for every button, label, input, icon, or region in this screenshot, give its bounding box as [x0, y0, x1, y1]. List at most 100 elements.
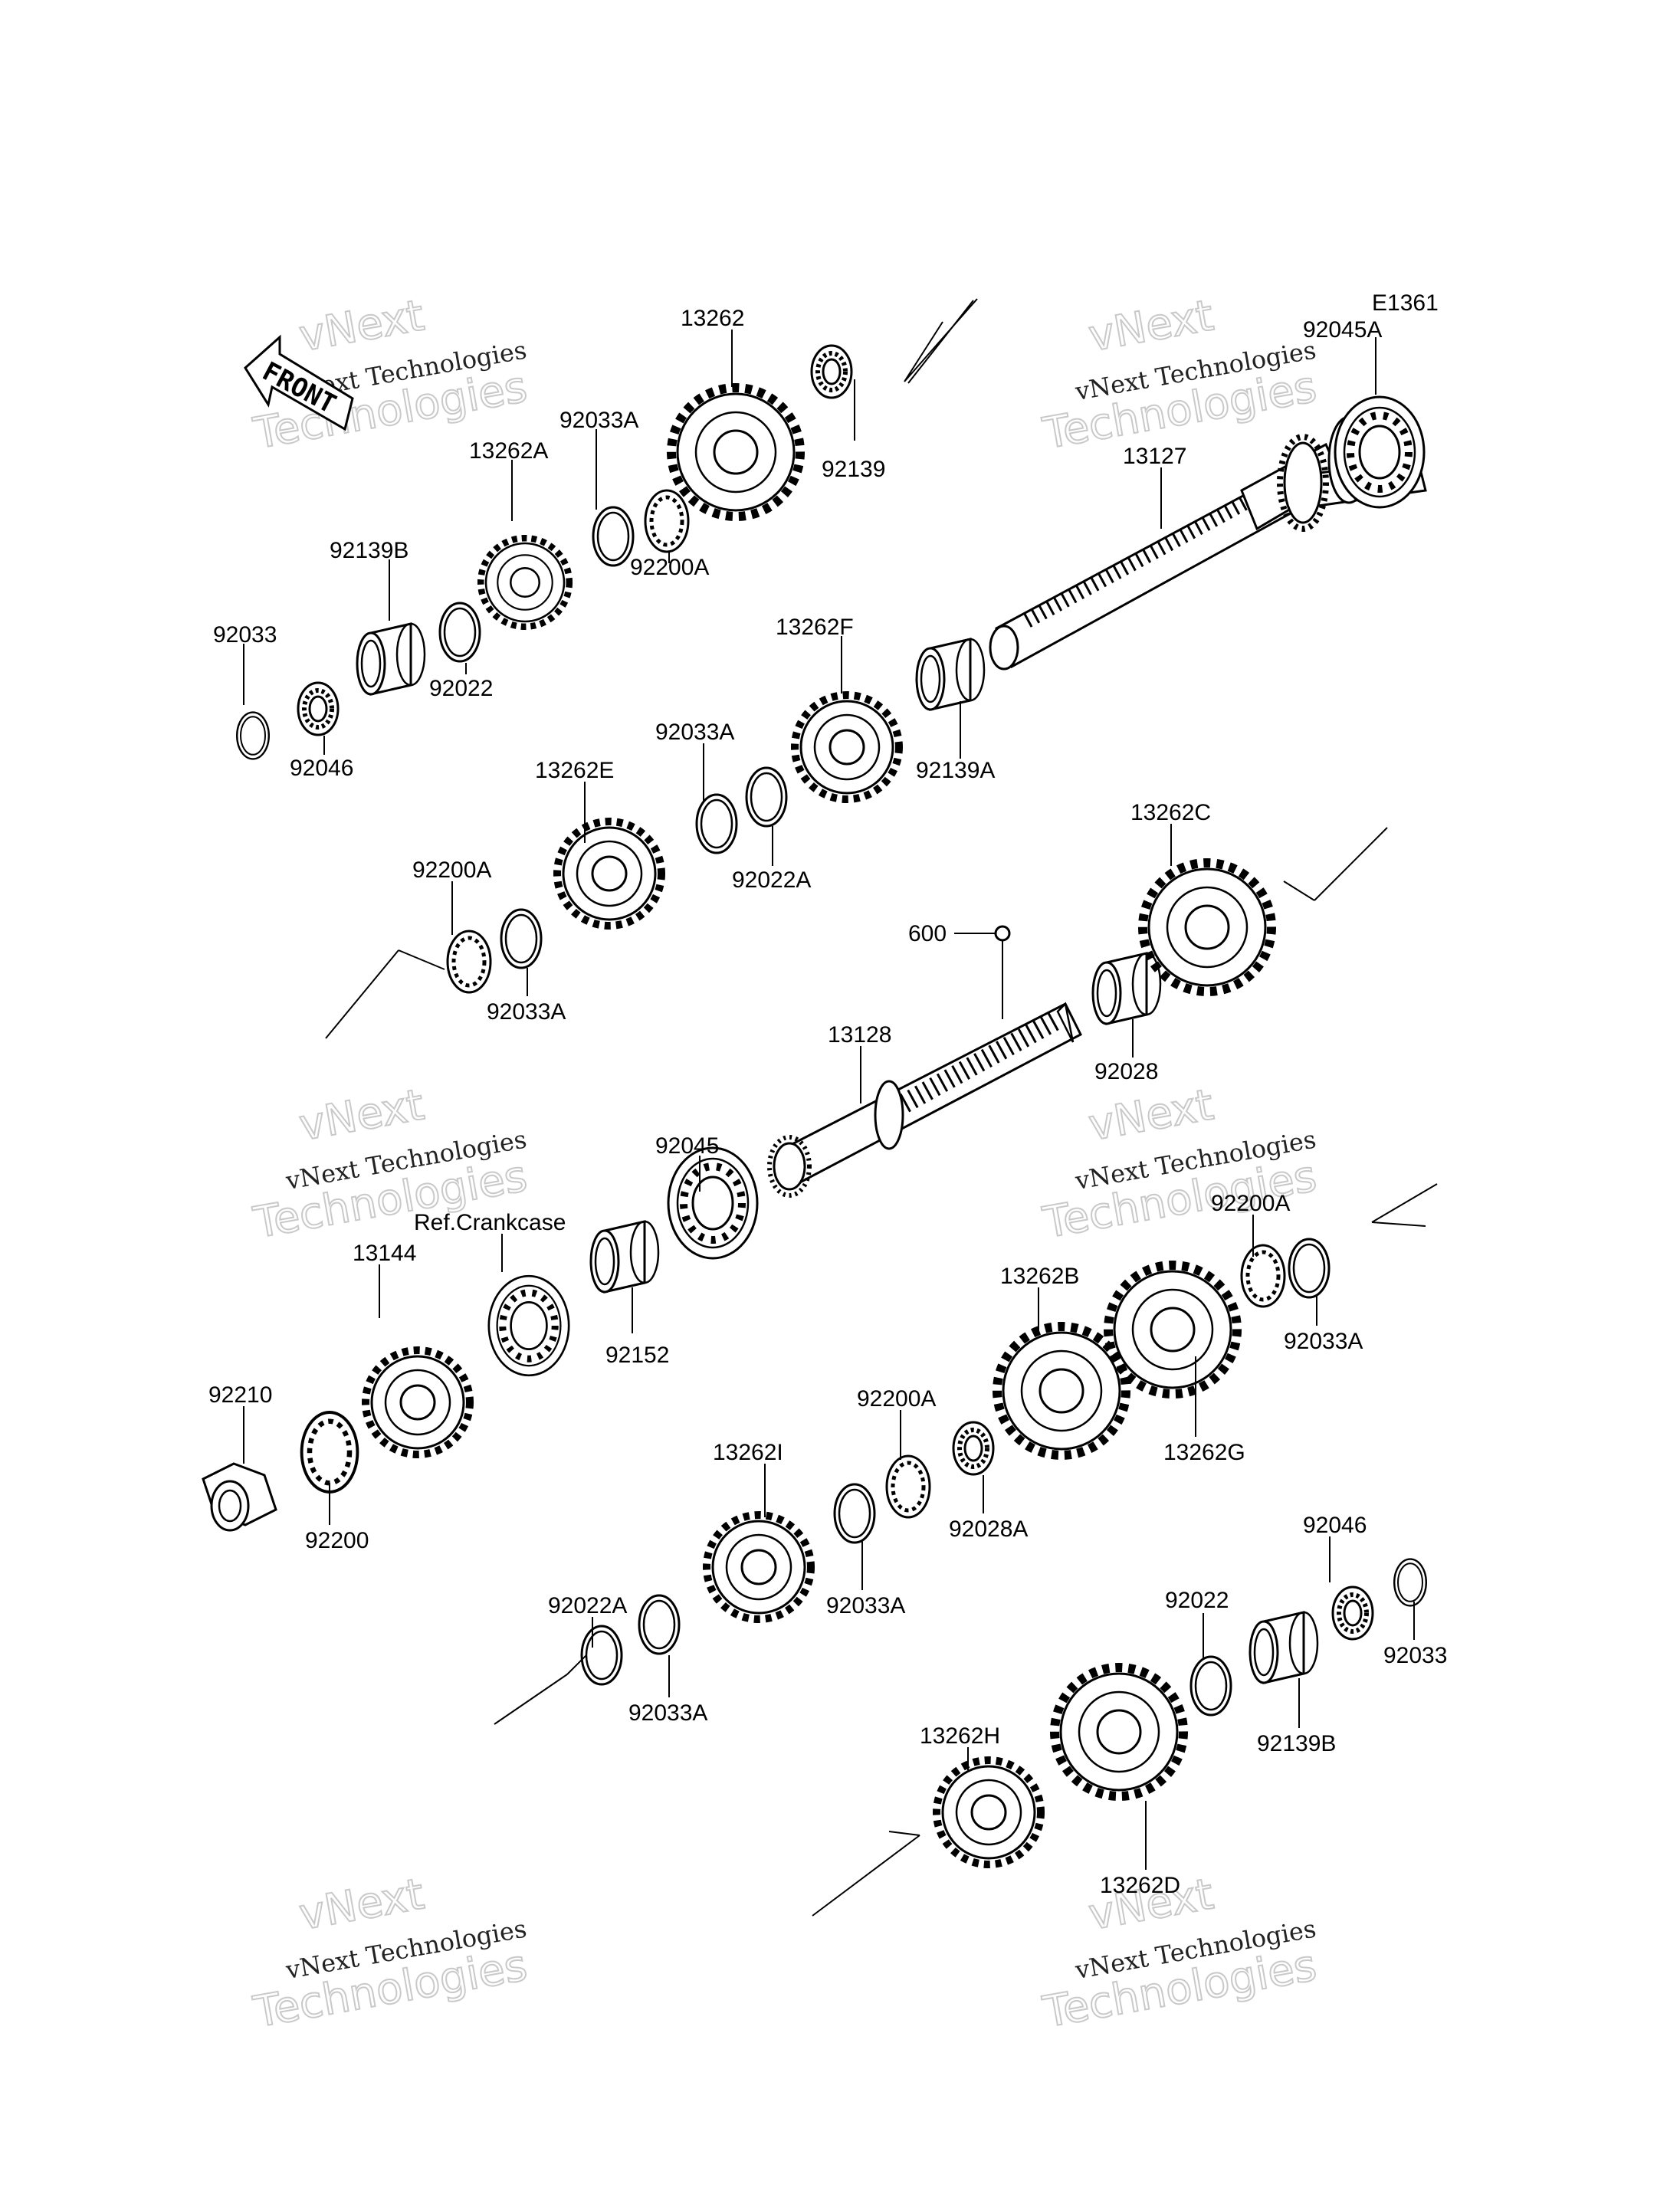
axis-line	[1283, 827, 1388, 901]
gear-13262D	[1055, 1667, 1183, 1796]
label-92200: 92200	[305, 1528, 369, 1553]
label-13262I: 13262I	[713, 1440, 783, 1465]
label-92046: 92046	[290, 756, 353, 781]
gear-13262I	[707, 1515, 811, 1619]
washer-92200A-lower	[887, 1456, 930, 1517]
circlip-92033-lower	[1393, 1558, 1428, 1607]
watermark-bottom-left: vNext Technologies Technologies vNext	[249, 1868, 532, 2038]
label-13262F: 13262F	[776, 615, 854, 640]
washer-92200	[302, 1412, 358, 1492]
label-92152: 92152	[605, 1343, 669, 1368]
label-92033A: 92033A	[559, 408, 638, 433]
label-92046: 92046	[1303, 1513, 1367, 1538]
gear-13262F	[795, 695, 899, 799]
washer-92200A-mid	[448, 931, 491, 992]
label-92139A: 92139A	[916, 758, 995, 783]
label-92200A: 92200A	[630, 555, 709, 580]
diagram-code: E1361	[1372, 290, 1439, 316]
bearing-92045A	[1335, 397, 1424, 507]
leader-lines	[243, 330, 1415, 1870]
label-92200A: 92200A	[857, 1386, 936, 1412]
label-92139: 92139	[822, 457, 885, 482]
axis-line	[812, 1831, 920, 1917]
label-13262H: 13262H	[920, 1723, 1000, 1749]
circlip-92033A-mid	[500, 908, 543, 969]
watermark-text: vNext	[296, 1080, 428, 1150]
washer-92022-upper	[438, 602, 481, 663]
watermark-text: vNext	[1085, 290, 1217, 361]
washer-92200A-upper	[645, 490, 688, 552]
label-13262E: 13262E	[535, 758, 614, 783]
label-13144: 13144	[353, 1241, 416, 1266]
label-13262C: 13262C	[1130, 800, 1211, 825]
label-92022A: 92022A	[732, 867, 811, 893]
gear-13262	[671, 388, 800, 516]
gear-13262C	[1143, 863, 1271, 992]
circlip-92033A-upper2	[695, 793, 738, 854]
label-92210: 92210	[208, 1382, 272, 1408]
label-92033A: 92033A	[487, 999, 566, 1025]
needle-bearing-92046-lower	[1333, 1587, 1373, 1639]
label-92033A: 92033A	[655, 720, 734, 745]
label-13262: 13262	[681, 306, 744, 331]
label-92045: 92045	[655, 1133, 719, 1159]
bushing-92139B-upper	[356, 622, 426, 696]
axis-line	[1371, 1183, 1438, 1227]
label-13127: 13127	[1123, 444, 1186, 469]
axis-line	[325, 949, 445, 1039]
watermark-text: vNext	[1085, 1080, 1217, 1150]
circlip-92033A-upper	[592, 506, 635, 567]
washer-92022-lower	[1189, 1655, 1232, 1717]
gear-13262E	[557, 821, 661, 926]
bushing-92139A	[915, 638, 986, 711]
label-92200A: 92200A	[1211, 1191, 1290, 1216]
watermark-text: vNext	[296, 290, 428, 361]
needle-bearing-92028A	[953, 1422, 993, 1474]
circlip-92033A-lower	[833, 1483, 876, 1544]
gear-13262H	[937, 1760, 1041, 1864]
gear-13262G	[1108, 1265, 1237, 1394]
gear-13262A	[481, 538, 569, 627]
watermark-text: vNext	[296, 1869, 428, 1940]
shaft-13128	[767, 1002, 1082, 1198]
label-92033A: 92033A	[1284, 1329, 1363, 1354]
gear-13262B	[997, 1326, 1126, 1455]
circlip-92033-upper	[236, 711, 271, 760]
label-92033: 92033	[213, 622, 277, 648]
label-ref-crankcase: Ref.Crankcase	[414, 1210, 566, 1235]
label-92033: 92033	[1383, 1643, 1447, 1668]
label-92033A: 92033A	[628, 1700, 707, 1726]
label-92028A: 92028A	[949, 1517, 1028, 1542]
oil-seal-crankcase	[489, 1276, 569, 1376]
label-13262A: 13262A	[469, 438, 548, 464]
label-92200A: 92200A	[412, 857, 491, 883]
label-92045A: 92045A	[1303, 317, 1382, 343]
washer-92022A-upper	[745, 766, 788, 828]
label-92139B: 92139B	[330, 538, 409, 563]
label-92022: 92022	[429, 676, 493, 701]
label-13262G: 13262G	[1163, 1440, 1245, 1465]
label-92033A: 92033A	[826, 1593, 905, 1618]
label-92022A: 92022A	[548, 1593, 627, 1618]
bushing-92139B-lower	[1249, 1611, 1319, 1684]
label-92022: 92022	[1165, 1588, 1229, 1613]
grease-point-icon	[994, 925, 1011, 942]
axis-line	[494, 1654, 587, 1725]
nut-92210	[202, 1462, 277, 1532]
bushing-92152	[589, 1220, 660, 1294]
bushing-92028	[1091, 952, 1162, 1025]
label-13262D: 13262D	[1100, 1873, 1180, 1898]
watermark-mid-right: vNext Technologies Technologies vNext	[1039, 1079, 1321, 1249]
label-13128: 13128	[828, 1022, 891, 1048]
bearing-92045	[668, 1148, 757, 1258]
washer-92200A-right	[1242, 1245, 1285, 1307]
washer-92022A-lower	[580, 1625, 623, 1686]
label-92139B: 92139B	[1257, 1731, 1336, 1756]
watermark-top-right: vNext Technologies Technologies vNext	[1039, 290, 1321, 460]
axis-line	[904, 298, 978, 382]
sprocket-13144	[366, 1350, 470, 1454]
circlip-92033A-right	[1288, 1238, 1331, 1299]
label-92028: 92028	[1094, 1059, 1158, 1084]
axis-line	[907, 300, 974, 384]
